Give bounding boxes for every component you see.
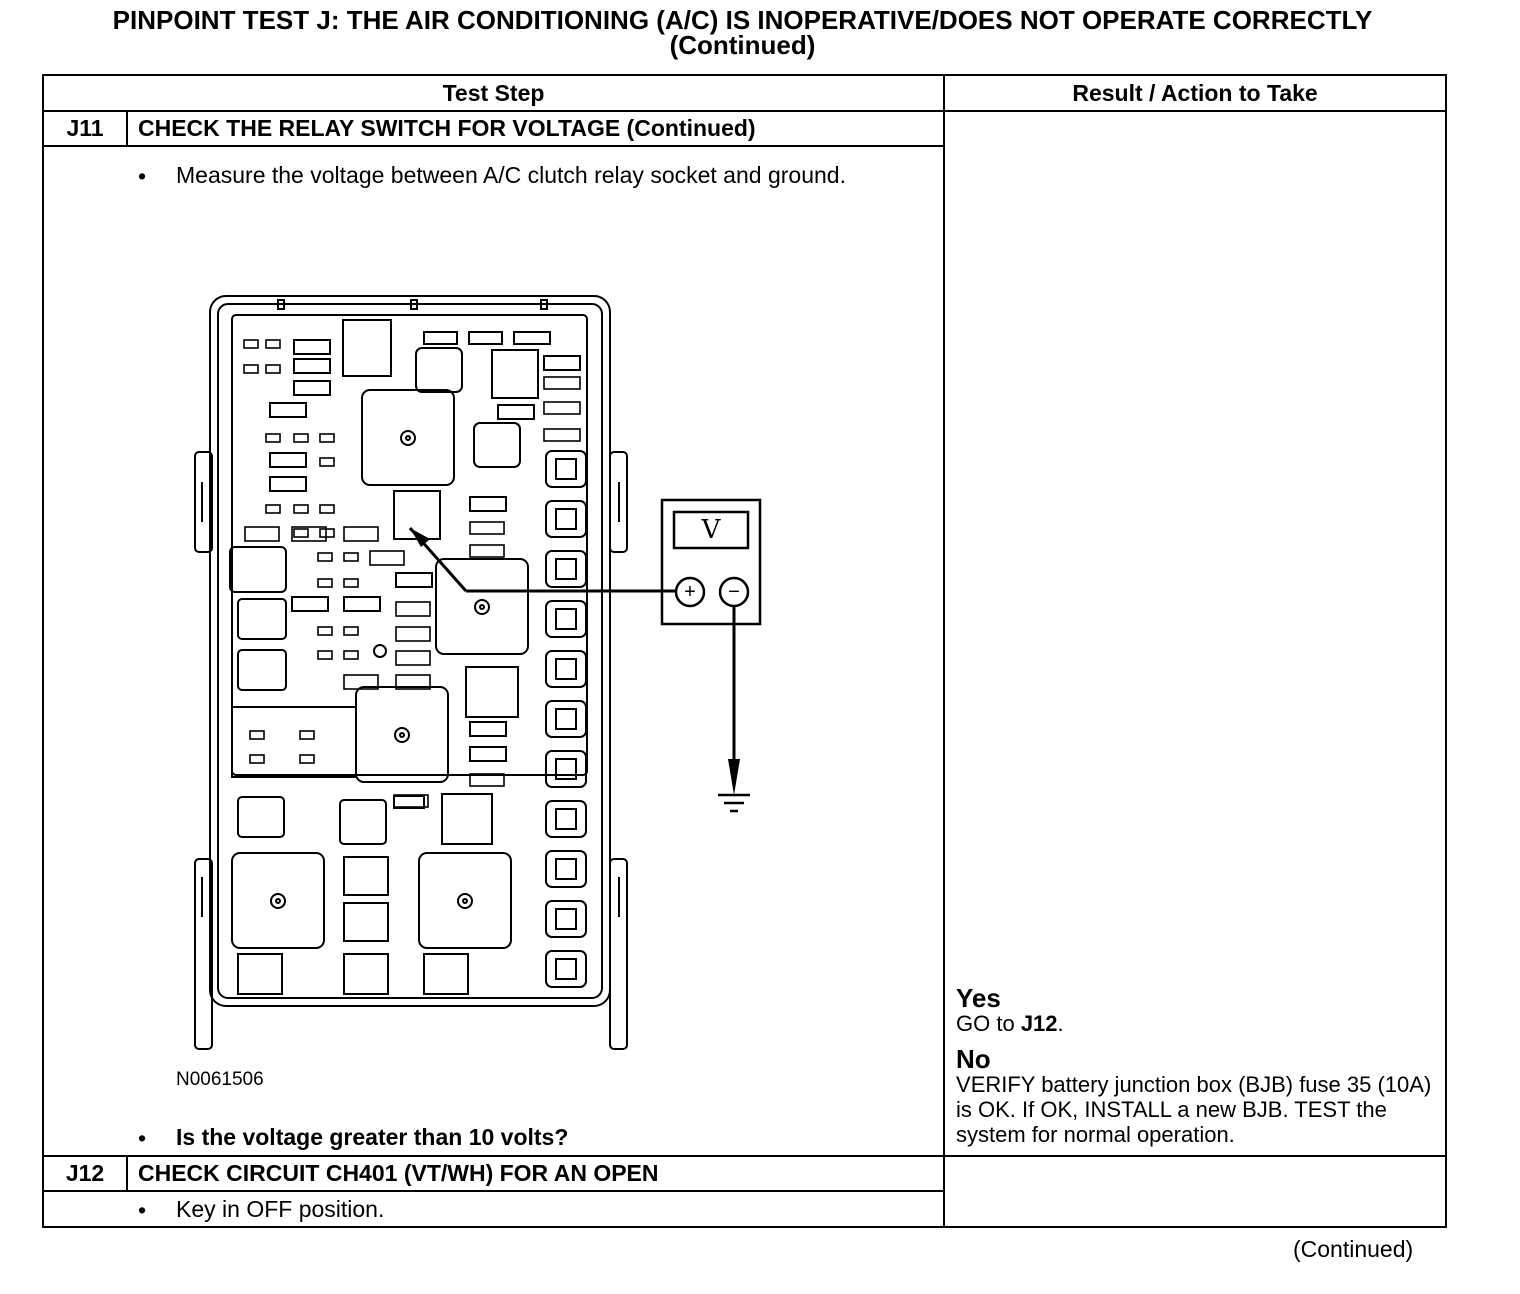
junction-box-outline [209,295,611,1007]
cartridge-fuse-column [545,450,587,988]
step-title-j11: CHECK THE RELAY SWITCH FOR VOLTAGE (Cont… [125,110,946,147]
result-cell-j12 [943,1155,1448,1228]
goto-link: J12 [1020,1011,1058,1036]
relay-large-4 [231,852,325,949]
probe-tip [410,528,430,547]
test-leads [408,527,736,767]
step-instruction: Key in OFF position. [176,1196,385,1222]
step-instruction: Measure the voltage between A/C clutch r… [176,162,846,188]
continued-footer: (Continued) [1293,1236,1414,1262]
relay-large-2 [435,558,529,655]
title-line-2: (Continued) [669,30,816,60]
pinpoint-test-table: Test Step Result / Action to Take J11 CH… [41,74,1448,1228]
step-id-j11: J11 [42,110,128,147]
plus-terminal-label: + [684,581,696,603]
page-title: PINPOINT TEST J: THE AIR CONDITIONING (A… [0,5,1485,60]
title-line-1: PINPOINT TEST J: THE AIR CONDITIONING (A… [112,5,1373,35]
relay-large-1 [361,389,455,486]
no-label: No [956,1044,991,1074]
bullet-marker: • [138,1125,147,1151]
result-cell-j11: Yes GO to J12. No VERIFY battery junctio… [943,110,1448,1157]
voltmeter-symbol: V [701,515,721,545]
ground-probe-tip [728,759,740,795]
step-question: Is the voltage greater than 10 volts? [176,1124,569,1150]
minus-terminal-label: − [728,581,740,603]
yes-label: Yes [956,983,1001,1013]
fuse-box-diagram [194,295,762,1050]
step-body-j12: • Key in OFF position. [41,1190,946,1228]
ground-icon [718,793,750,813]
result-no: No VERIFY battery junction box (BJB) fus… [956,1044,1446,1147]
result-yes: Yes GO to J12. [956,983,1446,1036]
result-header: Result / Action to Take [943,74,1448,112]
test-step-header: Test Step [41,74,946,112]
step-title-j12: CHECK CIRCUIT CH401 (VT/WH) FOR AN OPEN [125,1155,946,1192]
bullet-marker: • [138,163,147,189]
relay-large-5 [418,852,512,949]
step-id-j12: J12 [42,1155,128,1192]
relay-large-3 [355,686,449,783]
bullet-marker: • [138,1197,147,1223]
no-action: VERIFY battery junction box (BJB) fuse 3… [956,1072,1432,1147]
yes-action: GO to J12. [956,1011,1064,1036]
figure-id: N0061506 [176,1069,264,1090]
step-body-j11: • Measure the voltage between A/C clutch… [41,145,946,1157]
voltmeter [660,498,762,626]
